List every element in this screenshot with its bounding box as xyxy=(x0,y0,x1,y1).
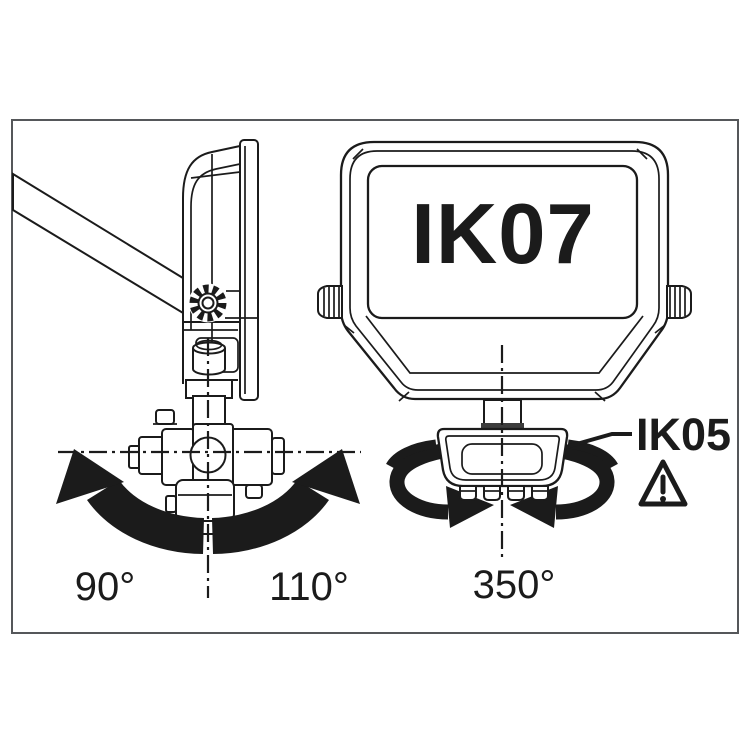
swivel-right-band xyxy=(533,439,615,520)
left-gland-screw xyxy=(155,409,175,425)
tilt-angle-back-label: 90° xyxy=(75,565,136,609)
pivot-knob-knurl xyxy=(189,284,227,322)
head-outline xyxy=(182,145,241,384)
tilt-arc-right-arrowhead xyxy=(292,449,360,504)
rim-tick-bottom-left xyxy=(398,391,410,402)
pivot-knob-center xyxy=(201,296,215,310)
swivel-angle-label: 350° xyxy=(473,563,556,607)
floodlight-body-inner-outline xyxy=(349,150,660,391)
tilt-arc-left-band xyxy=(87,480,204,554)
right-gland-cap xyxy=(271,437,285,475)
tilt-arc-left-arrowhead xyxy=(56,449,124,504)
head-inner-outline xyxy=(190,163,241,330)
pivot-knob xyxy=(188,283,228,323)
left-gland-cap xyxy=(138,436,165,475)
tilt-arc-right-band xyxy=(212,480,329,554)
right-gland-screw xyxy=(245,484,263,499)
swivel-left-arrowhead xyxy=(446,486,494,528)
lower-box xyxy=(175,479,235,522)
lower-box-tab xyxy=(165,495,177,513)
tilt-angle-forward-label: 110° xyxy=(269,565,349,609)
head-glass-top-edge xyxy=(190,171,241,179)
reflector-bottom-line xyxy=(365,315,644,374)
body-impact-rating-label: IK07 xyxy=(411,187,595,282)
back-plate xyxy=(239,139,259,401)
junction-box-inner-outline xyxy=(444,435,561,481)
front-view-figure: IK07 IK05 xyxy=(317,140,731,607)
left-side-knob xyxy=(317,285,343,319)
rim-tick-bend-left xyxy=(343,324,355,334)
rim-tick-top-left xyxy=(352,148,364,160)
swivel-left-band xyxy=(389,439,471,520)
side-view-figure: 90° 110° xyxy=(12,139,361,609)
warning-triangle-icon xyxy=(638,459,688,507)
mount-impact-rating-label: IK05 xyxy=(636,409,731,460)
right-side-knob xyxy=(666,285,692,319)
rim-tick-bottom-right xyxy=(594,391,606,402)
swivel-left-coil xyxy=(386,439,437,469)
rim-tick-bend-right xyxy=(654,324,666,334)
right-gland-body xyxy=(229,428,273,486)
stem-gasket xyxy=(481,423,524,431)
rim-tick-top-right xyxy=(636,148,648,160)
junction-box-feet xyxy=(459,485,549,501)
glass-panel xyxy=(366,164,639,320)
mount-rating-leader-line xyxy=(565,432,632,449)
